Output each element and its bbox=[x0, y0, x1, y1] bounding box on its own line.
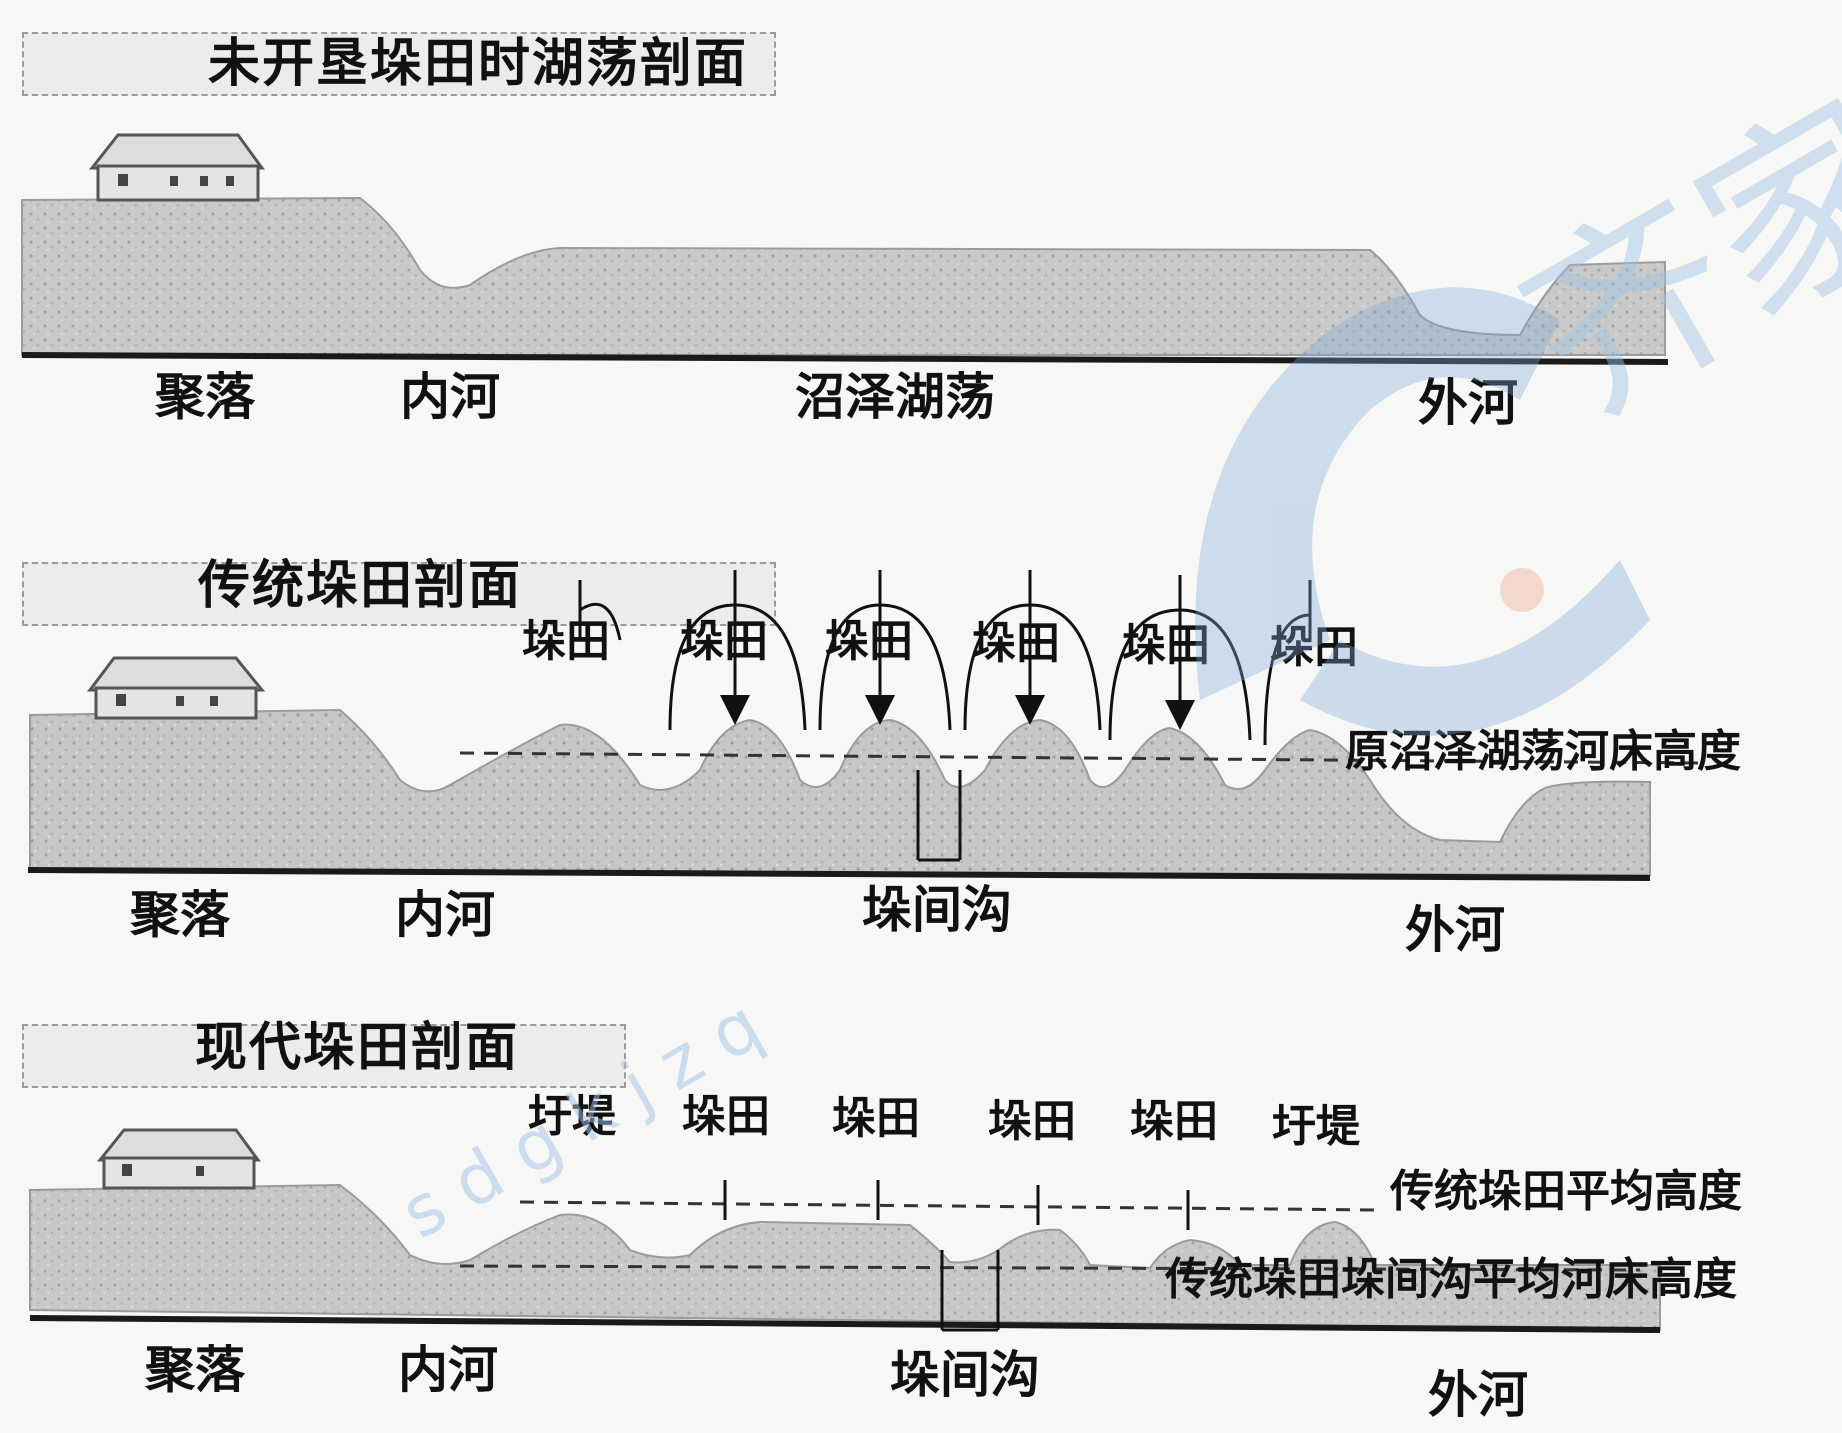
reference-label-bottom: 传统垛田垛间沟平均河床高度 bbox=[1165, 1258, 1737, 1302]
field-label: 垛田 bbox=[972, 622, 1060, 666]
reference-label-top: 传统垛田平均高度 bbox=[1390, 1170, 1742, 1214]
label-ditch: 垛间沟 bbox=[890, 1350, 1040, 1400]
section-modern-duotian: 现代垛田剖面 bbox=[0, 1000, 1842, 1433]
house-icon bbox=[100, 1130, 258, 1188]
reference-label: 原沼泽湖荡河床高度 bbox=[1345, 730, 1741, 774]
label-marsh: 沼泽湖荡 bbox=[795, 372, 995, 422]
label-outer-river: 外河 bbox=[1418, 378, 1518, 428]
field-label: 垛田 bbox=[832, 1097, 920, 1141]
field-label: 垛田 bbox=[522, 620, 610, 664]
field-label: 圩堤 bbox=[1272, 1105, 1360, 1149]
label-settlement: 聚落 bbox=[145, 1345, 245, 1395]
reference-line-traditional-height bbox=[520, 1202, 1380, 1210]
baseline bbox=[22, 355, 1668, 362]
field-label: 垛田 bbox=[682, 1095, 770, 1139]
field-label: 垛田 bbox=[1122, 624, 1210, 668]
label-inner-river: 内河 bbox=[400, 372, 500, 422]
section-traditional-duotian: 传统垛田剖面 bbox=[0, 530, 1842, 990]
field-label: 垛田 bbox=[680, 620, 768, 664]
label-outer-river: 外河 bbox=[1405, 905, 1505, 955]
label-outer-river: 外河 bbox=[1428, 1370, 1528, 1420]
field-label: 垛田 bbox=[1130, 1100, 1218, 1144]
label-settlement: 聚落 bbox=[130, 890, 230, 940]
house-icon bbox=[92, 135, 262, 200]
field-label: 垛田 bbox=[988, 1100, 1076, 1144]
label-inner-river: 内河 bbox=[395, 890, 495, 940]
field-label: 垛田 bbox=[825, 620, 913, 664]
field-label: 垛田 bbox=[1270, 626, 1358, 670]
field-label: 圩堤 bbox=[528, 1095, 616, 1139]
label-settlement: 聚落 bbox=[155, 372, 255, 422]
label-inner-river: 内河 bbox=[398, 1345, 498, 1395]
house-icon bbox=[90, 658, 262, 718]
label-ditch: 垛间沟 bbox=[862, 885, 1012, 935]
ground-profile bbox=[22, 198, 1665, 355]
section-untilled-marsh: 未开垦垛田时湖荡剖面 聚落 内河 沼泽湖荡 外河 bbox=[0, 0, 1842, 470]
